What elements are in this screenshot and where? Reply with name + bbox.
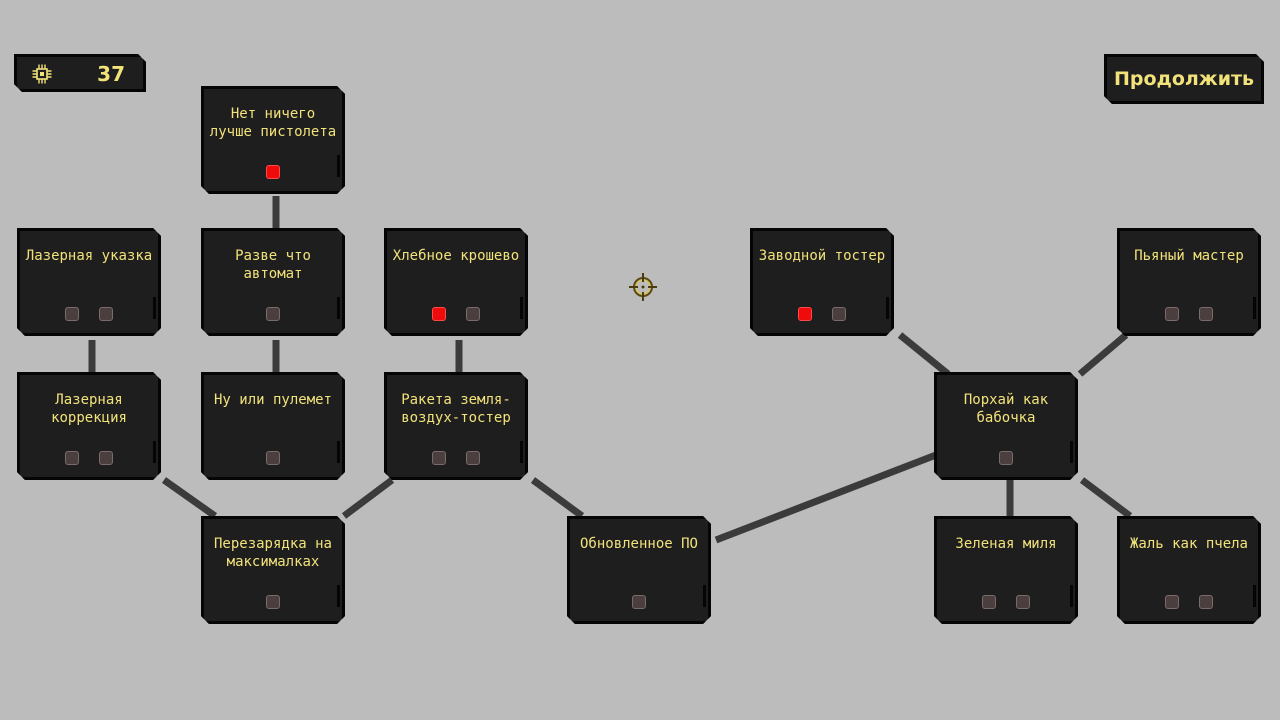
skill-title: Жаль как пчела xyxy=(1129,536,1248,552)
skill-slot xyxy=(999,451,1013,465)
skill-title: Нет ничего лучше пистолета xyxy=(209,106,337,140)
skill-node-machine-gun[interactable]: Ну или пулемет xyxy=(201,372,345,480)
link-butterfly-bee xyxy=(1079,477,1133,519)
skill-node-automatic[interactable]: Разве что автомат xyxy=(201,228,345,336)
skill-slot xyxy=(65,451,79,465)
skill-slots xyxy=(937,451,1075,465)
skill-node-green-mile[interactable]: Зеленая миля xyxy=(934,516,1078,624)
skill-slot xyxy=(466,451,480,465)
skill-slot xyxy=(432,451,446,465)
skill-slots xyxy=(20,451,158,465)
skill-slots xyxy=(387,451,525,465)
skill-title: Обновленное ПО xyxy=(579,536,698,552)
skill-slots xyxy=(1120,595,1258,609)
currency-panel: 37 xyxy=(14,54,146,92)
skill-slots xyxy=(204,451,342,465)
skill-slots xyxy=(753,307,891,321)
skill-title: Лазерная указка xyxy=(25,248,153,264)
skill-title: Зеленая миля xyxy=(955,536,1057,552)
skill-slot xyxy=(466,307,480,321)
skill-slot xyxy=(266,595,280,609)
link-software-butterfly xyxy=(714,451,938,544)
skill-node-clockwork-toaster[interactable]: Заводной тостер xyxy=(750,228,894,336)
continue-button[interactable]: Продолжить xyxy=(1104,54,1264,104)
link-missile-software xyxy=(530,477,585,519)
skill-title: Порхай как бабочка xyxy=(963,392,1049,426)
skill-slot xyxy=(1199,595,1213,609)
skill-slot xyxy=(65,307,79,321)
skill-slot xyxy=(1165,307,1179,321)
link-missile-reload xyxy=(341,477,395,519)
crosshair-icon xyxy=(629,273,657,301)
skill-title: Лазерная коррекция xyxy=(51,392,127,426)
skill-slot-active xyxy=(432,307,446,321)
skill-node-pistol[interactable]: Нет ничего лучше пистолета xyxy=(201,86,345,194)
skill-title: Разве что автомат xyxy=(235,248,311,282)
skill-node-toaster-missile[interactable]: Ракета земля-воздух-тостер xyxy=(384,372,528,480)
skill-title: Ракета земля-воздух-тостер xyxy=(401,392,511,426)
skill-slot xyxy=(832,307,846,321)
skill-node-updated-software[interactable]: Обновленное ПО xyxy=(567,516,711,624)
skill-slots xyxy=(387,307,525,321)
skill-title: Ну или пулемет xyxy=(213,392,332,408)
skill-slots xyxy=(204,307,342,321)
skill-slot xyxy=(266,307,280,321)
skill-node-laser-correction[interactable]: Лазерная коррекция xyxy=(17,372,161,480)
skill-slots xyxy=(204,595,342,609)
skill-node-drunk-master[interactable]: Пьяный мастер xyxy=(1117,228,1261,336)
skill-node-butterfly[interactable]: Порхай как бабочка xyxy=(934,372,1078,480)
skill-slots xyxy=(570,595,708,609)
skill-slots xyxy=(20,307,158,321)
currency-value: 37 xyxy=(97,62,125,86)
link-drunk-butterfly xyxy=(1077,332,1129,377)
skill-title: Заводной тостер xyxy=(758,248,886,264)
skill-slot xyxy=(1165,595,1179,609)
skill-slot xyxy=(982,595,996,609)
skill-slot xyxy=(1199,307,1213,321)
skill-slot-active xyxy=(798,307,812,321)
skill-node-breadcrumbs[interactable]: Хлебное крошево xyxy=(384,228,528,336)
skill-slot xyxy=(266,451,280,465)
skill-node-max-reload[interactable]: Перезарядка на максималках xyxy=(201,516,345,624)
skill-slot-active xyxy=(266,165,280,179)
skill-title: Хлебное крошево xyxy=(392,248,520,264)
skill-slots xyxy=(1120,307,1258,321)
skill-slot xyxy=(99,307,113,321)
skill-slots xyxy=(204,165,342,179)
skill-title: Перезарядка на максималках xyxy=(213,536,332,570)
skill-node-laser-pointer[interactable]: Лазерная указка xyxy=(17,228,161,336)
link-toaster-butterfly xyxy=(897,332,951,377)
skill-slot xyxy=(99,451,113,465)
skill-title: Пьяный мастер xyxy=(1134,248,1244,264)
skill-slots xyxy=(937,595,1075,609)
chip-icon xyxy=(32,64,52,84)
skill-node-sting-bee[interactable]: Жаль как пчела xyxy=(1117,516,1261,624)
skill-slot xyxy=(1016,595,1030,609)
skill-slot xyxy=(632,595,646,609)
link-correction-reload xyxy=(161,477,218,519)
